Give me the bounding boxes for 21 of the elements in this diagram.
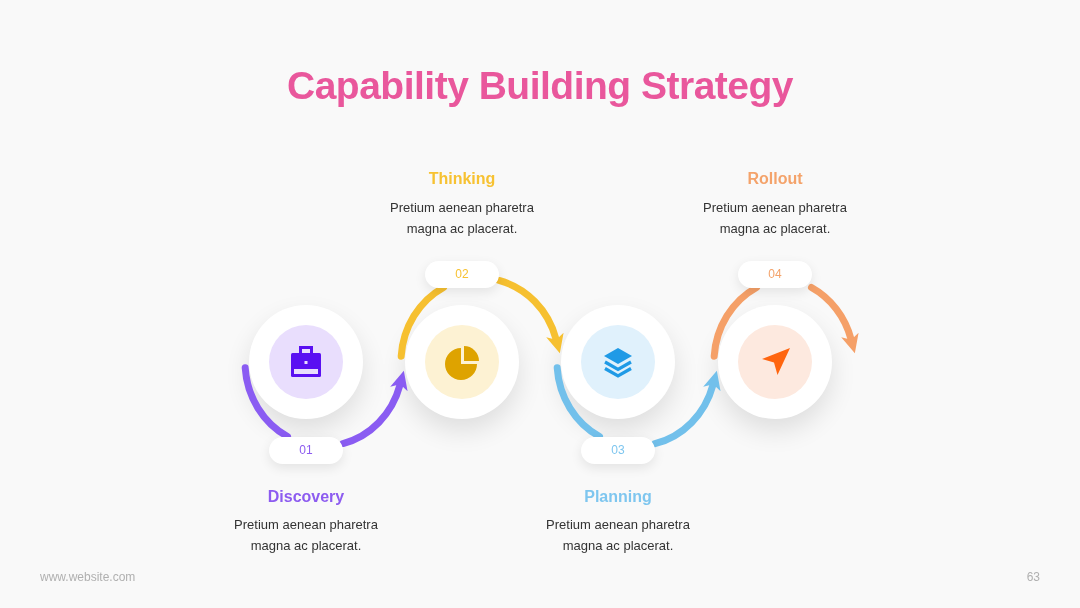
step-heading: Rollout (747, 169, 803, 189)
curved-line (241, 364, 291, 440)
title: Capability Building Strategy (286, 63, 794, 109)
step-heading: Planning (584, 487, 652, 507)
step-description: Pretium aenean pharetra magna ac placerat. (233, 516, 379, 555)
step-number: 02 (425, 260, 499, 288)
curved-arrow (339, 370, 408, 448)
step-number: 03 (581, 436, 655, 464)
curved-arrow (495, 276, 564, 354)
page-number: 63 (1026, 569, 1040, 585)
step-heading: Thinking (428, 169, 496, 189)
curved-arrow (808, 284, 859, 354)
step-number: 04 (738, 260, 812, 288)
step-number: 01 (269, 436, 343, 464)
step-heading: Discovery (267, 487, 345, 507)
step-description: Pretium aenean pharetra magna ac placerat. (702, 199, 848, 238)
step-description: Pretium aenean pharetra magna ac placerat. (545, 516, 691, 555)
curved-line (553, 364, 603, 440)
website-address: www.website.com (40, 569, 136, 585)
step-description: Pretium aenean pharetra magna ac placerat. (389, 199, 535, 238)
curved-arrow (651, 370, 721, 448)
